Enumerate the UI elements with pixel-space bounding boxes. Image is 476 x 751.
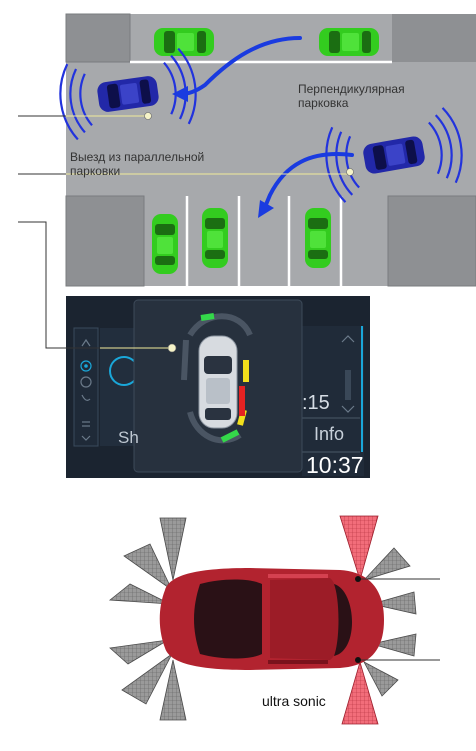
active-sensor-cones bbox=[339, 515, 379, 725]
display-car-icon bbox=[198, 335, 238, 429]
ultrasonic-label: ultra sonic bbox=[262, 693, 326, 709]
label-perpendicular-parking: Перпендикулярная парковка bbox=[298, 82, 405, 110]
parking-scene bbox=[18, 13, 476, 287]
curb-top-right bbox=[392, 14, 476, 62]
side-menu-icons bbox=[80, 338, 92, 441]
parked-car-bay-2 bbox=[202, 208, 228, 268]
parked-car-bay-4 bbox=[305, 208, 331, 268]
parking-bay-lines bbox=[185, 196, 343, 286]
clock-display: 10:37 bbox=[306, 452, 364, 478]
ultrasonic-sensor-diagram bbox=[108, 515, 440, 725]
info-label[interactable]: Info bbox=[314, 424, 345, 444]
park-assist-display bbox=[45, 286, 370, 478]
curb-bottom-left bbox=[66, 196, 144, 286]
time-partial: :15 bbox=[302, 392, 330, 414]
curb-bottom-right bbox=[388, 196, 476, 286]
parked-car-top-left bbox=[154, 28, 214, 56]
curb-top-left bbox=[66, 14, 130, 62]
parked-car-top-right bbox=[319, 28, 379, 56]
sensor-cones bbox=[108, 517, 417, 721]
red-car bbox=[159, 568, 384, 670]
direction-arrows bbox=[178, 36, 354, 209]
parked-car-bay-1 bbox=[152, 214, 178, 274]
label-parallel-exit: Выезд из параллельной парковки bbox=[70, 150, 205, 178]
sensor-segments bbox=[181, 313, 253, 444]
cut-off-label: Sh bbox=[118, 428, 139, 447]
